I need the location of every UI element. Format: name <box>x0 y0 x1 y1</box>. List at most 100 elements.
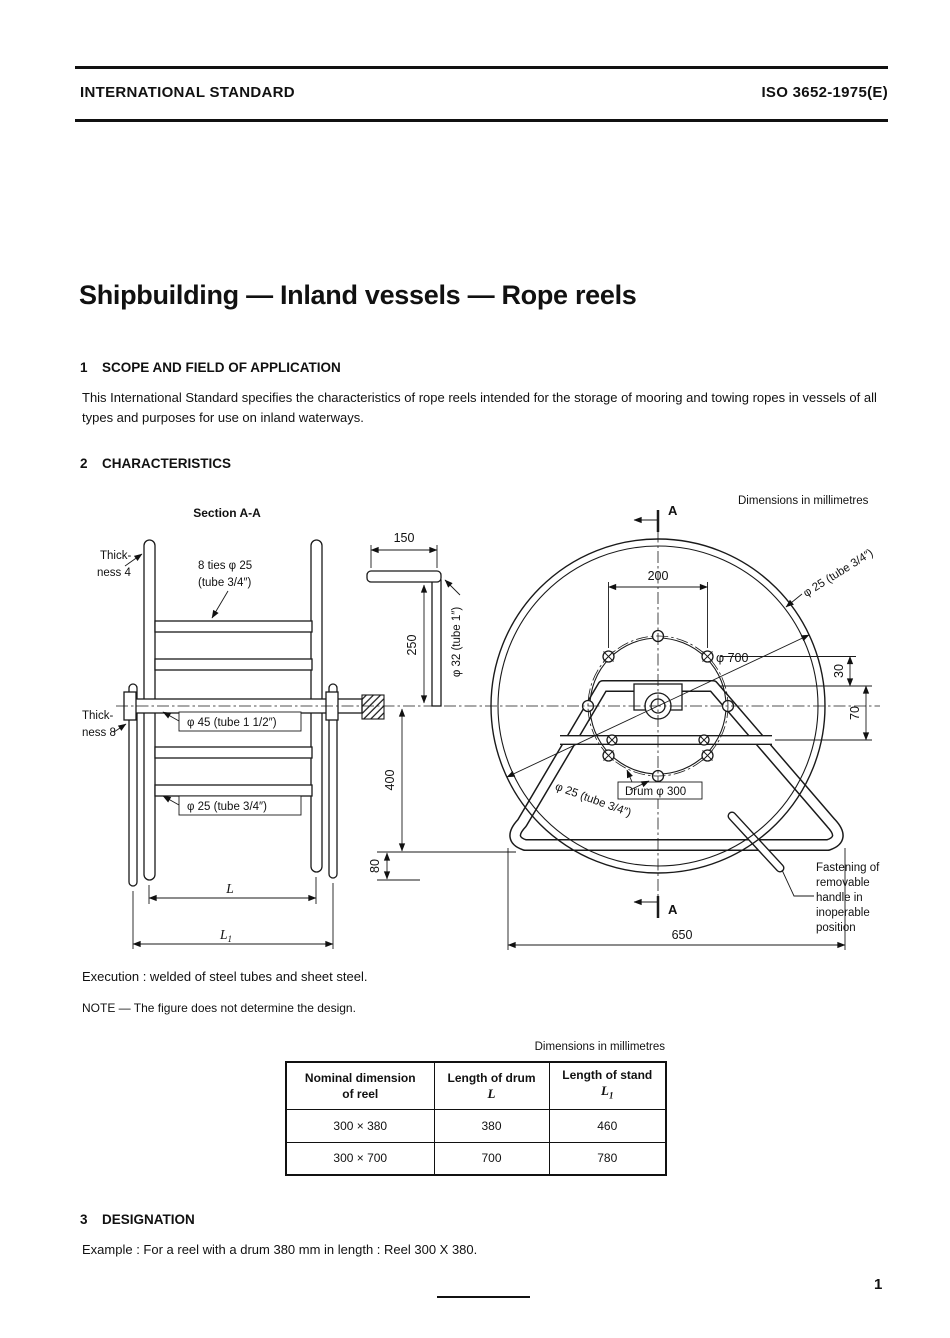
tie-bar <box>154 620 313 633</box>
page-number: 1 <box>874 1276 883 1293</box>
section-letter-a-top: A <box>668 503 678 518</box>
table-cell: 300 × 380 <box>285 1108 435 1143</box>
dim-L1-letter: L <box>219 927 228 942</box>
section-3-title: DESIGNATION <box>102 1212 195 1227</box>
section-letter-a-bottom: A <box>668 902 678 917</box>
footer-rule <box>437 1296 530 1298</box>
ties-line1: 8 ties φ 25 <box>198 560 252 572</box>
col2-symbol: L <box>487 1085 496 1101</box>
dim-phi-700-label: φ 700 <box>716 651 748 665</box>
tube-45-text: φ 45 (tube 1 1/2″) <box>187 717 277 729</box>
col3-symbol: L1 <box>601 1083 614 1102</box>
document-title: Shipbuilding — Inland vessels — Rope ree… <box>79 280 637 310</box>
table-cell: 380 <box>433 1108 550 1143</box>
thickness-4-line1: Thick- <box>100 550 131 562</box>
coupling-hatched <box>361 694 385 720</box>
dimension-250: 250 <box>405 584 428 704</box>
tube-25-left-text: φ 25 (tube 3/4″) <box>187 801 267 813</box>
fastening-line5: position <box>816 922 856 934</box>
dim-80-label: 80 <box>368 859 382 873</box>
design-note: NOTE — The figure does not determine the… <box>82 1001 356 1015</box>
section-arrow-bottom: A <box>633 898 678 917</box>
drum-300-text: Drum φ 300 <box>625 786 686 798</box>
col2-line1: Length of drum <box>447 1070 536 1085</box>
dimension-650: 650 <box>507 848 846 950</box>
section-3-number: 3 <box>80 1212 88 1227</box>
stand-leg-left <box>128 683 138 887</box>
fastening-line2: removable <box>816 877 870 889</box>
table-cell: 300 × 700 <box>285 1141 435 1176</box>
dimension-30: 30 <box>720 656 872 687</box>
section-3-heading: 3 DESIGNATION <box>80 1212 195 1227</box>
label-8-ties: 8 ties φ 25 (tube 3/4″) <box>198 560 252 619</box>
header-rule-bottom <box>75 119 888 122</box>
label-drum-300: Drum φ 300 <box>617 769 703 800</box>
designation-example: Example : For a reel with a drum 380 mm … <box>82 1242 478 1257</box>
section-2-title: CHARACTERISTICS <box>102 456 232 471</box>
tie-bar <box>154 784 313 797</box>
col3-line1: Length of stand <box>562 1068 653 1083</box>
execution-note: Execution : welded of steel tubes and sh… <box>82 969 368 984</box>
dim-L-label: L <box>225 881 234 896</box>
dimension-L: L <box>148 877 317 904</box>
standard-number: ISO 3652-1975(E) <box>761 84 888 101</box>
label-thickness-4: Thick- ness 4 <box>97 550 143 579</box>
stand-leg-right <box>328 683 338 879</box>
tie-bar <box>154 658 313 671</box>
dimension-150: 150 <box>370 531 438 568</box>
scope-paragraph: This International Standard specifies th… <box>82 390 877 425</box>
header-rule-top <box>75 66 888 69</box>
tube-25-rim-text: φ 25 (tube 3/4″) <box>801 547 875 600</box>
table-cell: 780 <box>548 1141 667 1176</box>
dim-650-label: 650 <box>672 928 693 942</box>
stand-frame <box>509 680 844 851</box>
dimension-400: 400 <box>377 708 516 853</box>
standard-name: INTERNATIONAL STANDARD <box>80 84 295 101</box>
dimension-L1: L1 <box>132 883 334 949</box>
label-section-a-a: Section A-A <box>193 506 261 520</box>
dim-400-label: 400 <box>383 770 397 791</box>
thickness-4-line2: ness 4 <box>97 567 131 579</box>
label-tube-32: φ 32 (tube 1″) <box>444 579 463 677</box>
dimension-200: 200 <box>608 569 708 648</box>
col3-symbol-subscript: 1 <box>608 1091 614 1102</box>
dim-L1-subscript: 1 <box>228 934 233 944</box>
dim-250-label: 250 <box>405 635 419 656</box>
table-row: 300 × 380 380 460 <box>285 1108 667 1143</box>
table-cell: 700 <box>433 1141 550 1176</box>
label-fastening: Fastening of removable handle in inopera… <box>781 862 880 934</box>
thickness-8-line1: Thick- <box>82 710 113 722</box>
fastening-line4: inoperable <box>816 907 870 919</box>
dim-200-label: 200 <box>648 569 669 583</box>
section-2-heading: 2 CHARACTERISTICS <box>80 456 231 471</box>
fastening-line3: handle in <box>816 892 863 904</box>
handle-grip <box>366 570 442 583</box>
dimension-70: 70 <box>775 685 872 741</box>
dim-70-label: 70 <box>848 706 862 720</box>
dim-30-label: 30 <box>832 664 846 678</box>
fastening-line1: Fastening of <box>816 862 880 874</box>
technical-drawing: φ 700 Dimensions in millimetres Section … <box>82 495 880 950</box>
table-row: 300 × 700 700 780 <box>285 1141 667 1176</box>
col1-line2: of reel <box>342 1086 379 1101</box>
table-cell: 460 <box>548 1108 667 1143</box>
dim-150-label: 150 <box>394 531 415 545</box>
dimension-80: 80 <box>368 852 420 881</box>
dimension-phi-700: φ 700 <box>506 634 810 778</box>
ties-line2: (tube 3/4″) <box>198 577 251 589</box>
thickness-8-line2: ness 8 <box>82 727 116 739</box>
label-thickness-8: Thick- ness 8 <box>82 710 127 739</box>
label-tube-25-left: φ 25 (tube 3/4″) <box>162 795 302 816</box>
figure-dims-note: Dimensions in millimetres <box>738 495 869 507</box>
section-2-number: 2 <box>80 456 88 471</box>
crank-shaft <box>431 579 442 707</box>
label-tube-45: φ 45 (tube 1 1/2″) <box>162 711 302 732</box>
tie-bar <box>154 746 313 759</box>
table-dimensions-note: Dimensions in millimetres <box>534 1041 665 1053</box>
dim-L1-label: L1 <box>219 927 232 944</box>
